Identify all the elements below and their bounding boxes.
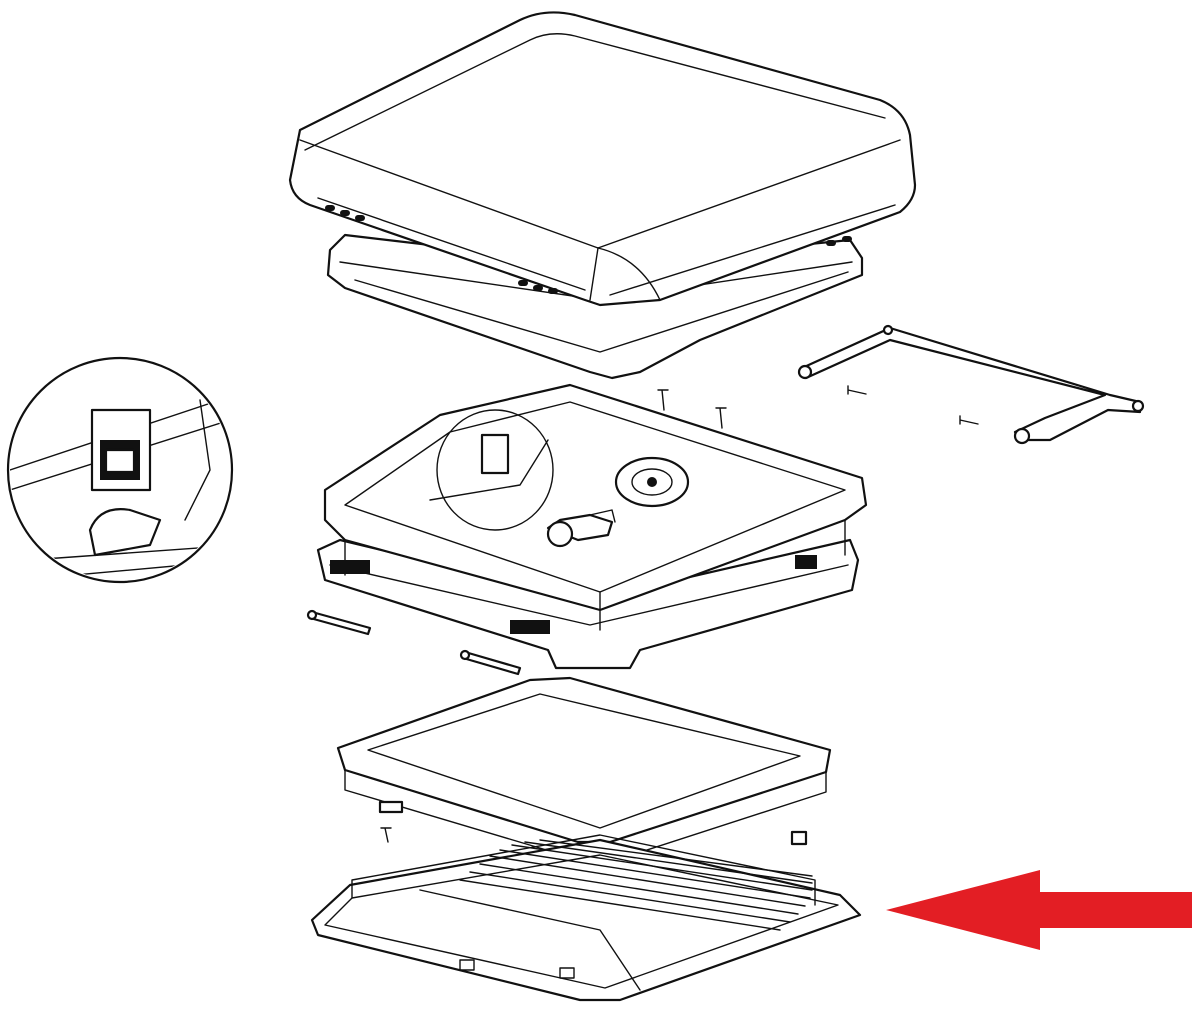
detail-zoom-circle [6,356,234,584]
highlight-arrow [886,870,1192,950]
main-housing-frame [316,383,868,670]
outer-dome-lid [288,11,917,380]
lid-vent-slots [325,205,852,294]
mounting-bolts [306,609,522,676]
interior-trim-frame-with-screen [310,834,862,1002]
support-arm [797,324,1145,445]
screen-slats [459,839,813,931]
inner-mounting-frame [336,676,832,863]
crank-mechanism [546,456,690,548]
